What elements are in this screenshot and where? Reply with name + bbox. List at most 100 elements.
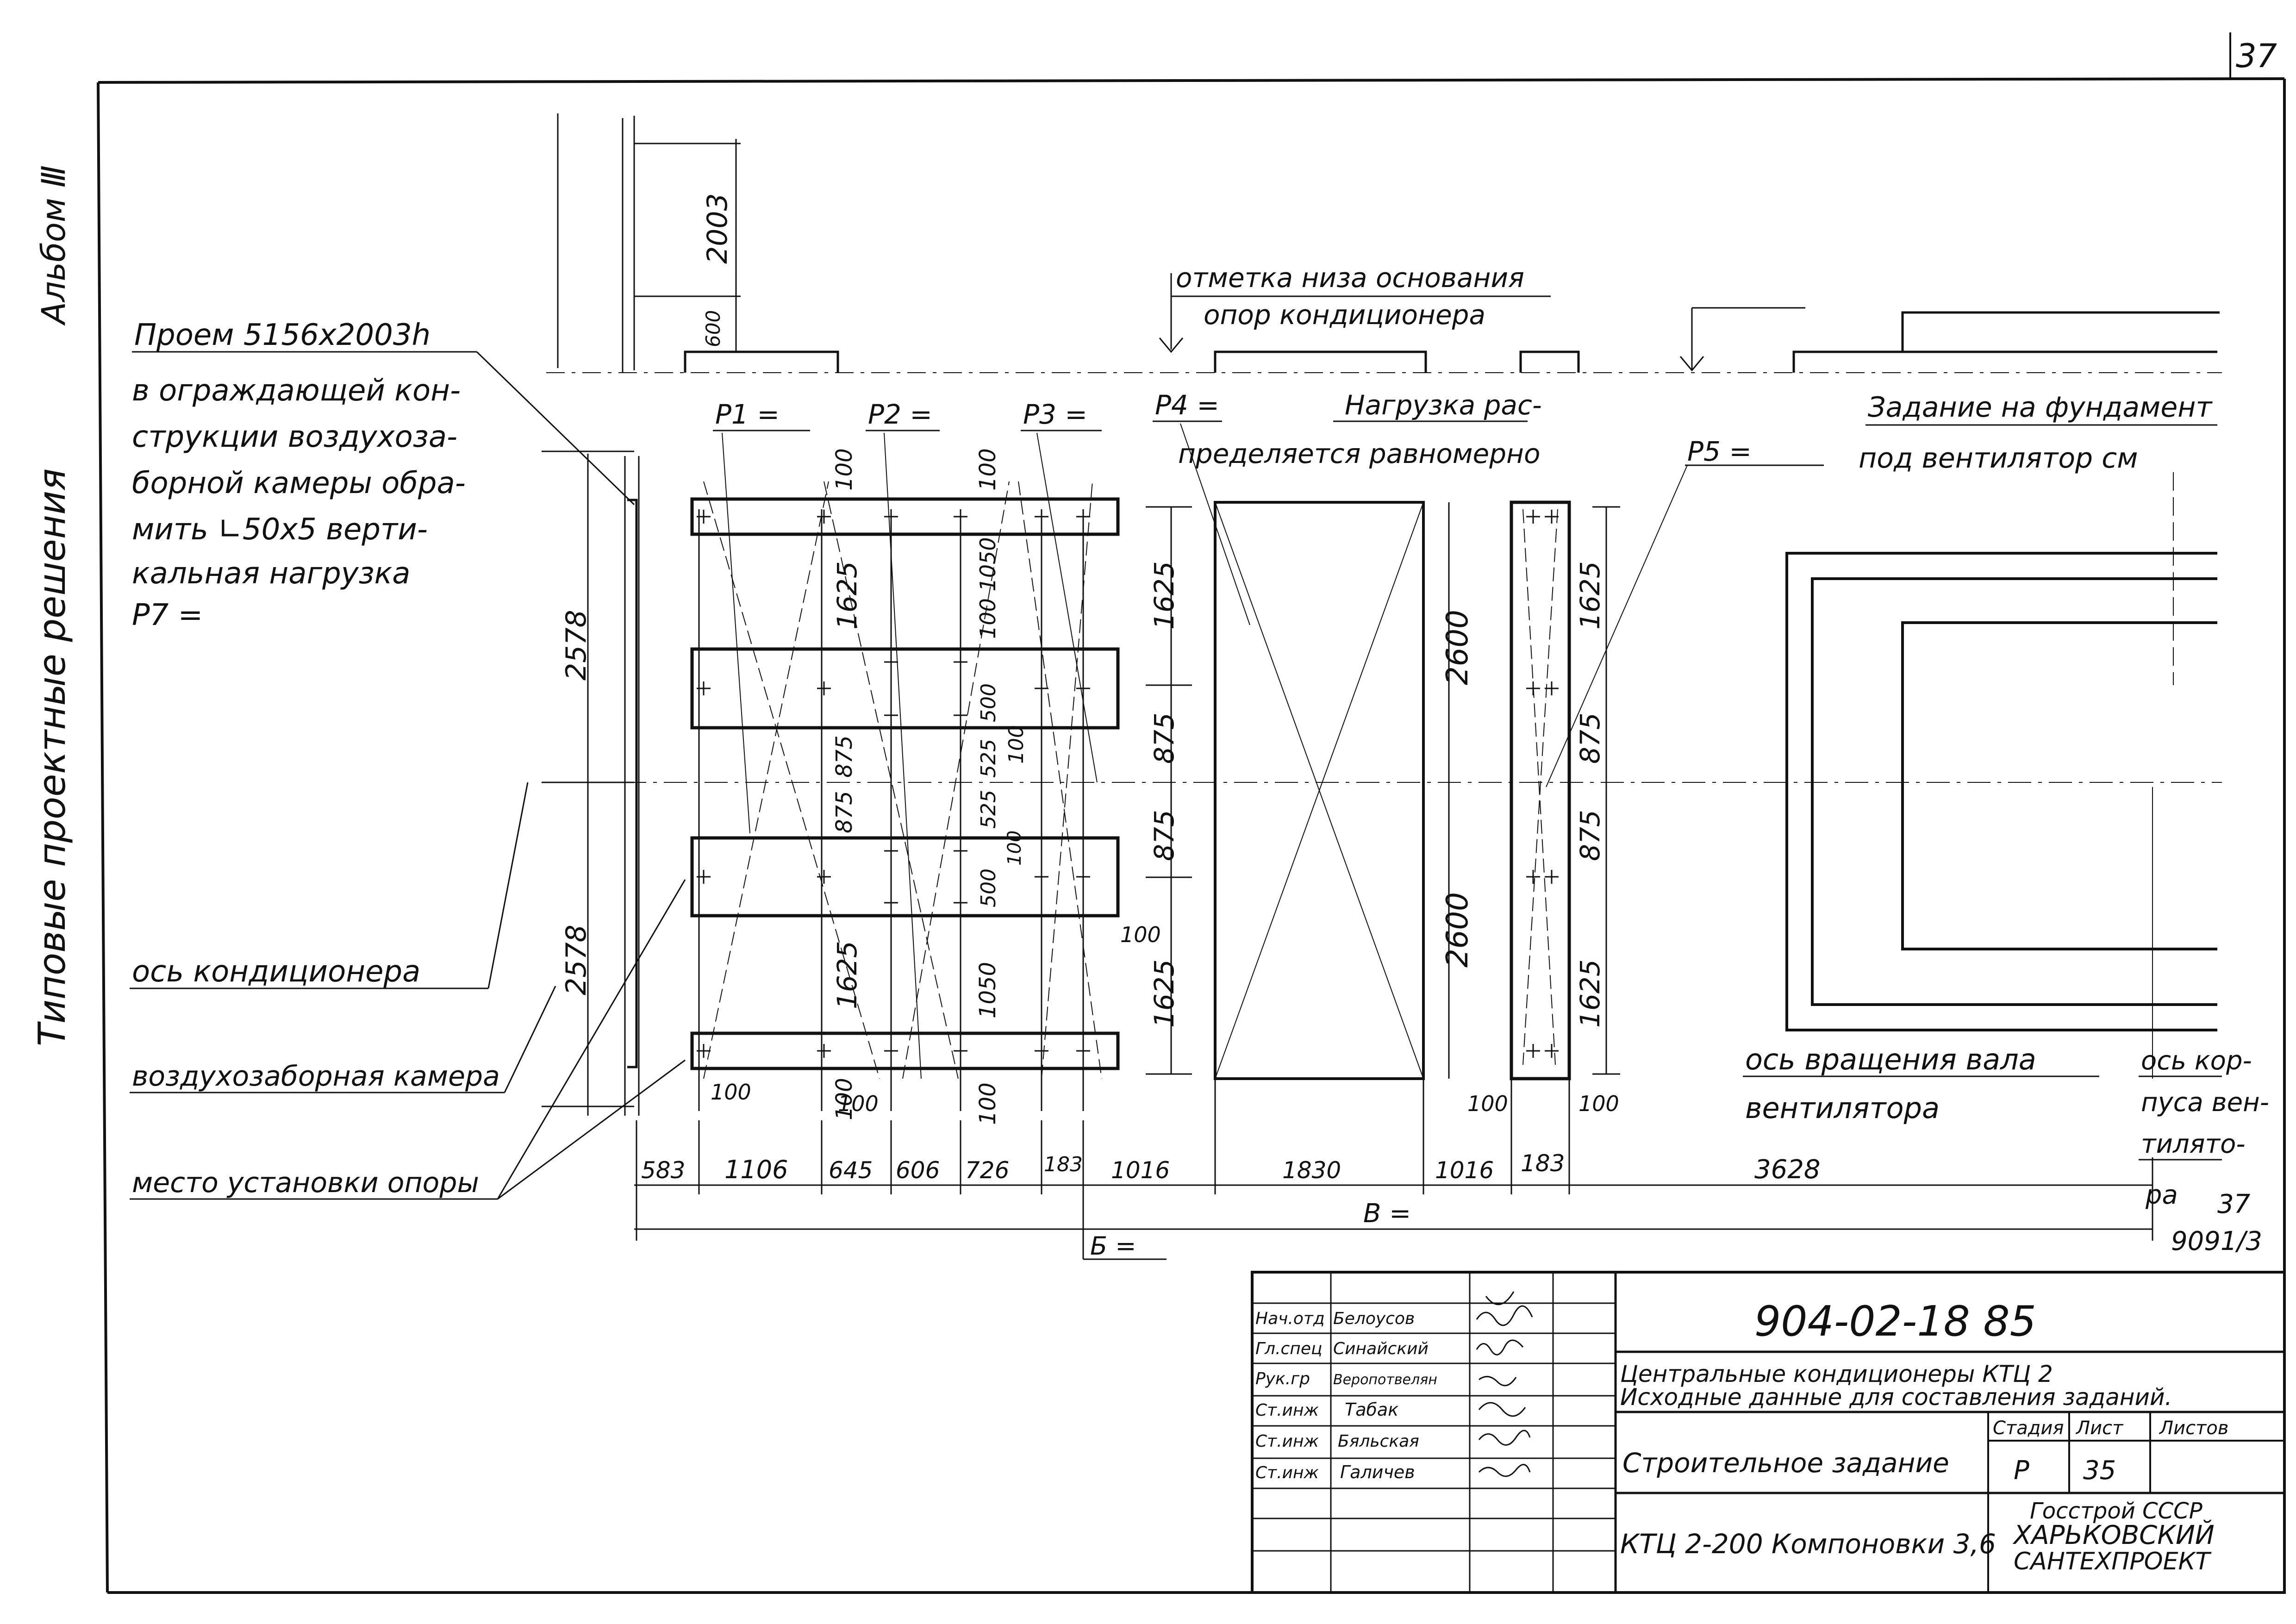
dim-h1106: 1106 — [724, 1155, 788, 1184]
dim-h100b: 100 — [838, 1091, 879, 1116]
signatures — [1476, 1291, 1533, 1477]
title-block — [1251, 1271, 2286, 1594]
name-6: Галичев — [1340, 1462, 1415, 1482]
dim-h583: 583 — [641, 1157, 685, 1184]
dim-v500a: 500 — [977, 683, 1000, 722]
load-p4-label: P4 = — [1155, 389, 1219, 421]
dim-r1625a: 1625 — [1574, 561, 1606, 630]
dim-2578-lower: 2578 — [560, 924, 593, 995]
name-4: Табак — [1345, 1399, 1398, 1420]
dim-v100a: 100 — [831, 448, 857, 491]
shaft-axis-line2: вентилятора — [1745, 1091, 1940, 1125]
shaft-axis-line1: ось вращения вала — [1745, 1043, 2036, 1076]
dim-r875b: 875 — [1574, 810, 1606, 861]
conditioner-body — [1146, 501, 1450, 1080]
role-5: Ст.инж — [1255, 1432, 1319, 1451]
page-number: 37 — [2236, 37, 2277, 75]
intake-chamber-note: воздухозаборная камера — [132, 1060, 500, 1093]
dim-h645: 645 — [829, 1157, 873, 1184]
name-3: Веропотвелян — [1333, 1372, 1437, 1388]
dim-b-label: Б = — [1090, 1231, 1136, 1261]
title-line2: Исходные данные для составления заданий. — [1620, 1384, 2172, 1411]
title-line1: Центральные кондиционеры КТЦ 2 — [1620, 1361, 2053, 1387]
dim-h1830: 1830 — [1282, 1157, 1341, 1184]
dim-v100b: 100 — [831, 1078, 857, 1120]
org-line1: Госстрой СССР — [2030, 1498, 2202, 1524]
dim-v875a: 875 — [831, 735, 857, 778]
support-crosses — [697, 510, 1090, 1058]
opening-note-line6: кальная нагрузка — [132, 556, 411, 591]
load-p5-label: P5 = — [1687, 436, 1752, 467]
support-beams — [690, 481, 1120, 1111]
dim-c875a: 875 — [1148, 712, 1180, 764]
dim-v100e: 100 — [1004, 831, 1025, 866]
load-note-line2: пределяется равномерно — [1178, 438, 1540, 469]
sheet-no-value: 35 — [2083, 1455, 2116, 1486]
dim-c2600a: 2600 — [1441, 610, 1475, 685]
opening-note-line4: борной камеры обра- — [132, 466, 466, 500]
dim-h100e: 100 — [1578, 1091, 1619, 1116]
dim-h100d: 100 — [1467, 1091, 1508, 1116]
dim-v525a: 525 — [977, 739, 1000, 778]
foundation-note-line1: Задание на фундамент — [1868, 391, 2213, 424]
margin-series-label: Типовые проектные решения — [31, 468, 74, 1046]
dim-h183b: 183 — [1521, 1150, 1565, 1177]
org-line3: САНТЕХПРОЕКТ — [2014, 1548, 2212, 1575]
dim-v525b: 525 — [977, 790, 1000, 829]
dim-h100c: 100 — [1120, 922, 1161, 947]
dim-v500b: 500 — [977, 868, 1000, 907]
axis-conditioner-note: ось кондиционера — [132, 955, 420, 989]
fan-axis-line3: тилято- — [2141, 1129, 2246, 1159]
doc-code: 904-02-18 85 — [1754, 1297, 2036, 1346]
org-line2: ХАРЬКОВСКИЙ — [2012, 1520, 2215, 1550]
stage-value: Р — [2014, 1455, 2029, 1486]
dim-v-label: В = — [1363, 1199, 1411, 1229]
opening-note-line7: P7 = — [132, 598, 203, 632]
ref-doc: 9091/3 — [2171, 1226, 2262, 1256]
dim-600: 600 — [702, 310, 724, 347]
opening-note-line3: струкции воздухоза- — [132, 420, 457, 454]
role-3: Рук.гр — [1255, 1369, 1310, 1388]
name-2: Синайский — [1333, 1339, 1429, 1358]
right-support — [1510, 500, 1620, 1081]
dim-h1016a: 1016 — [1111, 1157, 1170, 1184]
dim-v100d: 100 — [1004, 725, 1028, 764]
subject-title: КТЦ 2-200 Компоновки 3,6 — [1620, 1528, 1996, 1560]
dim-h1016b: 1016 — [1435, 1157, 1494, 1184]
plan-left-dims — [542, 450, 640, 1116]
margin-album-label: Альбом Ⅲ — [35, 165, 73, 326]
dim-v1625a: 1625 — [831, 561, 863, 630]
dim-r875a: 875 — [1574, 712, 1606, 764]
dim-h183a: 183 — [1044, 1153, 1083, 1176]
dim-v875b: 875 — [831, 791, 857, 833]
base-mark-line2: опор кондиционера — [1204, 299, 1485, 331]
dim-c875b: 875 — [1148, 810, 1180, 861]
dim-c2600b: 2600 — [1441, 892, 1475, 968]
opening-note-line1: Проем 5156x2003h — [134, 318, 430, 352]
sheet-header: Лист — [2075, 1418, 2124, 1439]
load-note-line1: Нагрузка рас- — [1345, 389, 1542, 421]
name-1: Белоусов — [1333, 1309, 1415, 1328]
dim-c1625a: 1625 — [1148, 561, 1180, 630]
fan-axis-line2: пуса вен- — [2141, 1087, 2269, 1118]
dim-2578-upper: 2578 — [560, 610, 593, 681]
sheets-header: Листов — [2159, 1418, 2228, 1439]
foundation-note-line2: под вентилятор см — [1859, 442, 2138, 475]
role-4: Ст.инж — [1255, 1401, 1319, 1420]
role-6: Ст.инж — [1255, 1463, 1319, 1482]
section-title: Строительное задание — [1622, 1447, 1949, 1479]
base-mark-line1: отметка низа основания — [1176, 262, 1524, 294]
dim-v1625b: 1625 — [831, 941, 863, 1009]
dim-h726: 726 — [965, 1157, 1009, 1184]
dim-r1625b: 1625 — [1574, 959, 1606, 1028]
dim-h3628: 3628 — [1754, 1155, 1821, 1185]
role-2: Гл.спец — [1255, 1339, 1323, 1358]
dim-v100c-top: 100 — [975, 448, 1001, 491]
load-p2-label: P2 = — [868, 399, 932, 430]
bottom-dim-chain — [634, 1079, 2153, 1260]
fan-axis-line1: ось кор- — [2141, 1046, 2252, 1076]
dim-v1050a: 100 1050 — [975, 537, 1000, 639]
dim-c1625b: 1625 — [1148, 959, 1180, 1028]
dim-h100a: 100 — [711, 1080, 751, 1105]
